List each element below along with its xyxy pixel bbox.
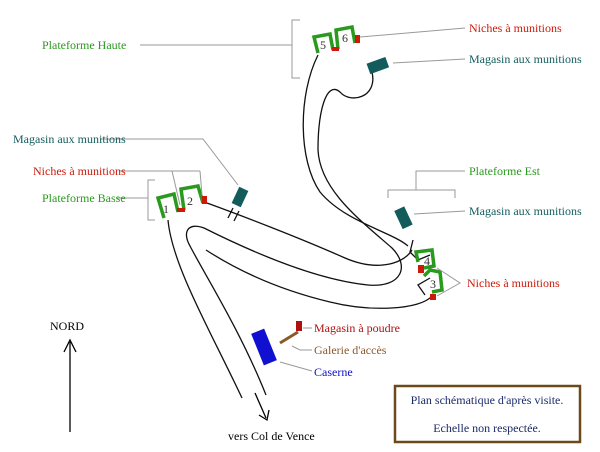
niche-marker bbox=[202, 196, 207, 204]
gun-number-2: 2 bbox=[187, 194, 193, 208]
label-magasin-haute: Magasin aux munitions bbox=[469, 52, 582, 66]
gun-number-3: 3 bbox=[430, 277, 436, 291]
magasin-haute-block bbox=[366, 56, 390, 75]
plateforme-haute: 5 6 bbox=[311, 24, 390, 75]
gun-number-1: 1 bbox=[163, 202, 169, 216]
label-plateforme-haute: Plateforme Haute bbox=[42, 38, 126, 52]
gun-number-5: 5 bbox=[320, 38, 326, 52]
plateforme-est: 4 3 bbox=[394, 206, 444, 300]
galerie-line bbox=[279, 330, 299, 345]
magasin-basse-block bbox=[231, 186, 249, 208]
road-outlines bbox=[167, 54, 433, 399]
label-niches-haute: Niches à munitions bbox=[469, 21, 562, 35]
label-plateforme-basse: Plateforme Basse bbox=[42, 191, 126, 205]
legend-box: Plan schématique d'après visite. Echelle… bbox=[393, 384, 582, 444]
plateforme-basse: 1 2 bbox=[155, 184, 249, 222]
caserne-block bbox=[251, 328, 277, 366]
label-plateforme-est: Plateforme Est bbox=[469, 164, 541, 178]
leader-lines bbox=[100, 19, 466, 372]
legend-line-2: Echelle non respectée. bbox=[433, 421, 541, 435]
exit-arrow-icon bbox=[254, 392, 270, 422]
label-caserne: Caserne bbox=[314, 365, 353, 379]
gun-number-6: 6 bbox=[342, 31, 348, 45]
label-galerie: Galerie d'accès bbox=[314, 343, 387, 357]
label-magasin-est: Magasin aux munitions bbox=[469, 204, 582, 218]
niche-marker bbox=[418, 265, 424, 273]
label-magasin-basse: Magasin aux munitions bbox=[13, 132, 126, 146]
label-nord: NORD bbox=[50, 319, 84, 333]
label-niches-basse: Niches à munitions bbox=[33, 164, 126, 178]
niche-marker bbox=[430, 294, 436, 300]
magasin-poudre-block bbox=[296, 321, 302, 331]
label-niches-est: Niches à munitions bbox=[467, 276, 560, 290]
niche-marker bbox=[355, 35, 360, 43]
magasin-est-block bbox=[394, 206, 413, 230]
gun-number-4: 4 bbox=[424, 254, 430, 268]
label-magasin-poudre: Magasin à poudre bbox=[314, 321, 400, 335]
legend-line-1: Plan schématique d'après visite. bbox=[411, 393, 564, 407]
niche-marker bbox=[332, 47, 339, 51]
north-arrow-icon bbox=[63, 338, 77, 432]
niche-marker bbox=[177, 208, 185, 212]
label-vers-col-de-vence: vers Col de Vence bbox=[228, 429, 315, 443]
